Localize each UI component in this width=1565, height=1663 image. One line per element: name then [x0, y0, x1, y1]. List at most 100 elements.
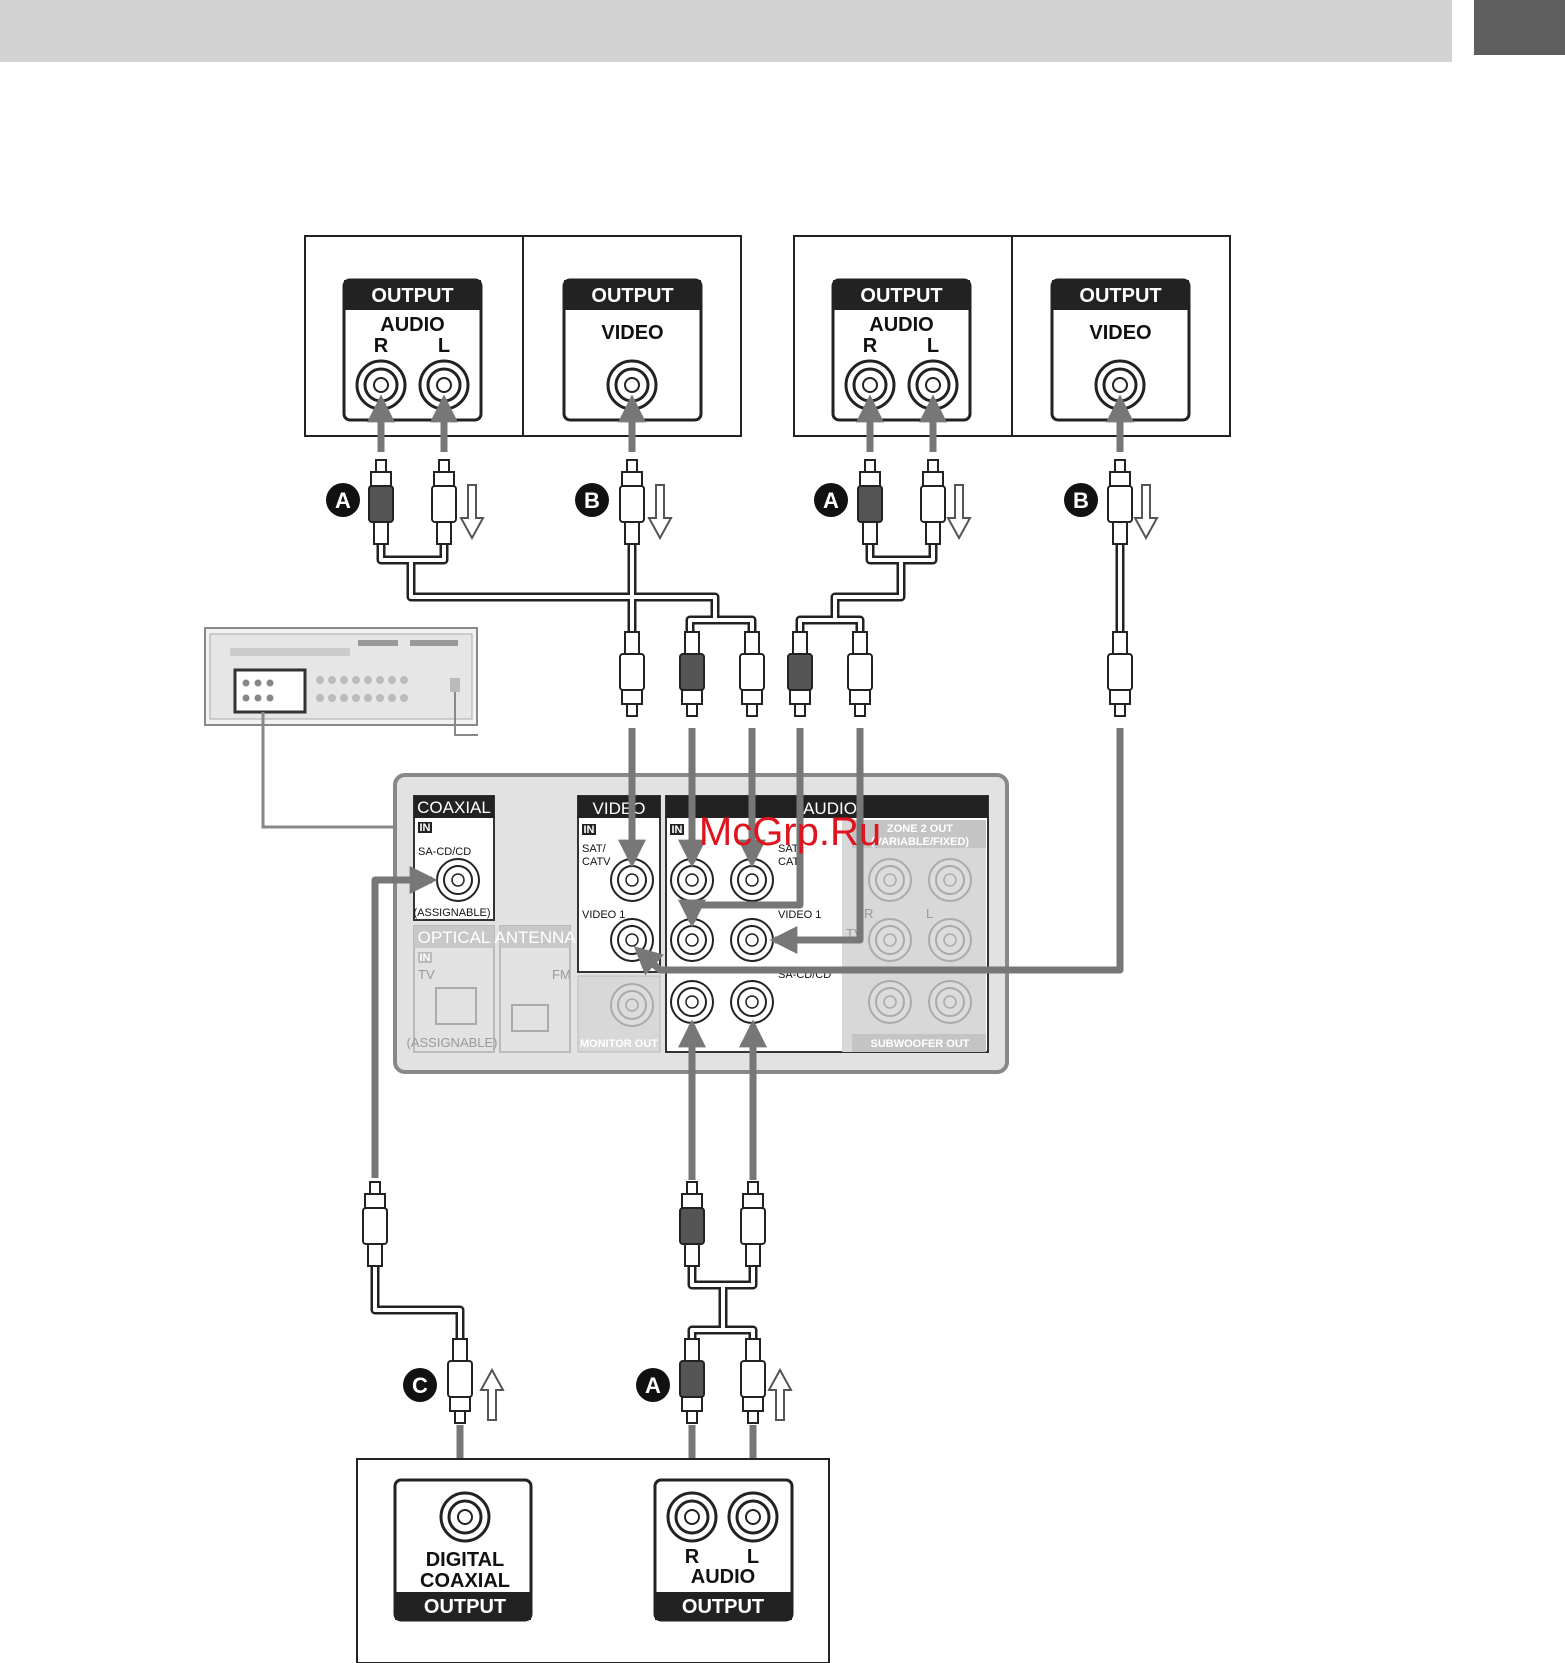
video-in-label: IN: [584, 824, 595, 836]
plug-a2-r: [857, 459, 883, 545]
right-audio-header: OUTPUT: [860, 285, 942, 307]
plug-a2-l: [920, 459, 946, 545]
audio-cat-label: CAT: [778, 856, 799, 868]
bottom-audio-l-label: L: [747, 1546, 759, 1568]
antenna-fm-label: FM: [552, 967, 571, 982]
right-audio-title: AUDIO: [869, 314, 933, 336]
bottom-audio-l-jack[interactable]: [727, 1491, 779, 1543]
zone2-r-label: R: [864, 906, 873, 921]
audio-video1-r-jack[interactable]: [670, 918, 714, 962]
plug-b2-rx: [1107, 631, 1133, 717]
plug-a3-r: [679, 1338, 705, 1424]
receiver-thumbnail: [204, 627, 478, 736]
bottom-audio-r-jack[interactable]: [666, 1491, 718, 1543]
right-video-output-panel: OUTPUT VIDEO: [1050, 278, 1191, 422]
left-video-header: OUTPUT: [591, 285, 673, 307]
audio-input-section: AUDIO IN SAT/ CAT VIDEO 1 SA-CD/CD ZONE …: [665, 795, 989, 1053]
optical-port[interactable]: [435, 987, 477, 1025]
receiver-arrows: [371, 728, 1124, 1180]
plug-a1-l: [431, 459, 457, 545]
right-video-title: VIDEO: [1089, 322, 1151, 344]
cable-badges: A B A B C A: [326, 483, 1098, 1402]
audio-sacd-r-jack[interactable]: [670, 980, 714, 1024]
coaxial-sacd-jack[interactable]: [436, 858, 480, 902]
coaxial-jack-label: SA-CD/CD: [418, 846, 471, 858]
down-arrow-icon: [946, 484, 972, 541]
cable-label-a1: A: [335, 488, 351, 513]
right-audio-l-label: L: [927, 335, 939, 357]
optical-assignable-label: (ASSIGNABLE): [406, 1035, 497, 1050]
plug-a1-rx-l: [739, 631, 765, 717]
subwoofer-out-label: SUBWOOFER OUT: [871, 1038, 970, 1050]
coaxial-assignable-label: (ASSIGNABLE): [413, 907, 490, 919]
optical-title: OPTICAL: [418, 928, 491, 947]
right-audio-output-panel: OUTPUT AUDIO R L: [831, 278, 972, 422]
middle-plugs: [619, 631, 1133, 717]
monitor-out-label: MONITOR OUT: [580, 1038, 658, 1050]
video-sat-label: SAT/: [582, 843, 607, 855]
video-input-section: VIDEO IN SAT/ CATV VIDEO 1 MONITOR OUT: [577, 795, 661, 1053]
plug-a2-rx-l: [847, 631, 873, 717]
cable-label-c: C: [412, 1373, 428, 1398]
left-audio-output-panel: OUTPUT AUDIO R L: [342, 278, 483, 422]
audio-in-label: IN: [672, 824, 683, 836]
up-arrow-icon: [767, 1367, 793, 1421]
digital-coaxial-jack[interactable]: [439, 1491, 491, 1543]
direction-arrows: [459, 484, 1159, 1421]
left-audio-title: AUDIO: [380, 314, 444, 336]
plug-b1-rx: [619, 631, 645, 717]
subwoofer-out-jack-2[interactable]: [928, 980, 972, 1024]
zone2-variable-label: (VARIABLE/FIXED): [871, 836, 970, 848]
audio-video1-label: VIDEO 1: [778, 909, 821, 921]
tv-l-jack[interactable]: [928, 918, 972, 962]
plug-a2-rx-r: [787, 631, 813, 717]
coaxial-input-section: COAXIAL IN SA-CD/CD (ASSIGNABLE): [413, 795, 495, 921]
fm-antenna-port[interactable]: [511, 1004, 549, 1032]
plug-a3-rx-r: [679, 1181, 705, 1267]
plug-c: [447, 1338, 473, 1424]
monitor-out-jack[interactable]: [610, 983, 654, 1027]
cable-label-a3: A: [645, 1373, 661, 1398]
header-bar: [0, 0, 1452, 62]
bottom-receiver-plugs: [362, 1181, 766, 1267]
cable-label-b2: B: [1073, 488, 1089, 513]
up-arrow-icon: [479, 1367, 505, 1421]
coaxial-in-label: IN: [420, 822, 431, 834]
coaxial-label: COAXIAL: [420, 1570, 510, 1592]
down-arrow-icon: [647, 484, 673, 541]
tv-r-jack[interactable]: [868, 918, 912, 962]
optical-input-section: OPTICAL IN TV (ASSIGNABLE): [406, 925, 498, 1053]
cable-label-b1: B: [584, 488, 600, 513]
down-arrow-icon: [1133, 484, 1159, 541]
right-audio-r-label: R: [863, 335, 878, 357]
audio-sat-l-jack[interactable]: [730, 858, 774, 902]
plug-c-rx: [362, 1181, 388, 1267]
subwoofer-out-jack-1[interactable]: [868, 980, 912, 1024]
audio-sacd-l-jack[interactable]: [730, 980, 774, 1024]
digital-coaxial-output-panel: DIGITAL COAXIAL OUTPUT: [393, 1478, 533, 1622]
zone2-l-jack[interactable]: [928, 858, 972, 902]
down-arrow-icon: [459, 484, 485, 541]
right-video-header: OUTPUT: [1079, 285, 1161, 307]
top-plugs: [368, 459, 1133, 545]
antenna-section: ANTENNA FM: [494, 925, 576, 1053]
video-sat-catv-jack[interactable]: [610, 858, 654, 902]
plug-a1-r: [368, 459, 394, 545]
audio-sat-label: SAT/: [778, 843, 803, 855]
zone2-l-label: L: [926, 906, 933, 921]
bottom-audio-output-header: OUTPUT: [682, 1596, 764, 1618]
audio-sat-r-jack[interactable]: [670, 858, 714, 902]
video-title: VIDEO: [593, 799, 646, 818]
page-tab: [1474, 0, 1565, 55]
digital-label: DIGITAL: [426, 1549, 505, 1571]
zone2-r-jack[interactable]: [868, 858, 912, 902]
audio-video1-l-jack[interactable]: [730, 918, 774, 962]
zone2-out-label: ZONE 2 OUT: [887, 823, 953, 835]
left-video-output-panel: OUTPUT VIDEO: [562, 278, 703, 422]
left-audio-l-label: L: [438, 335, 450, 357]
zoom-leader-line: [261, 712, 395, 829]
coaxial-title: COAXIAL: [417, 798, 491, 817]
left-audio-header: OUTPUT: [371, 285, 453, 307]
bottom-audio-output-panel: R L AUDIO OUTPUT: [653, 1478, 794, 1622]
plug-a3-rx-l: [740, 1181, 766, 1267]
